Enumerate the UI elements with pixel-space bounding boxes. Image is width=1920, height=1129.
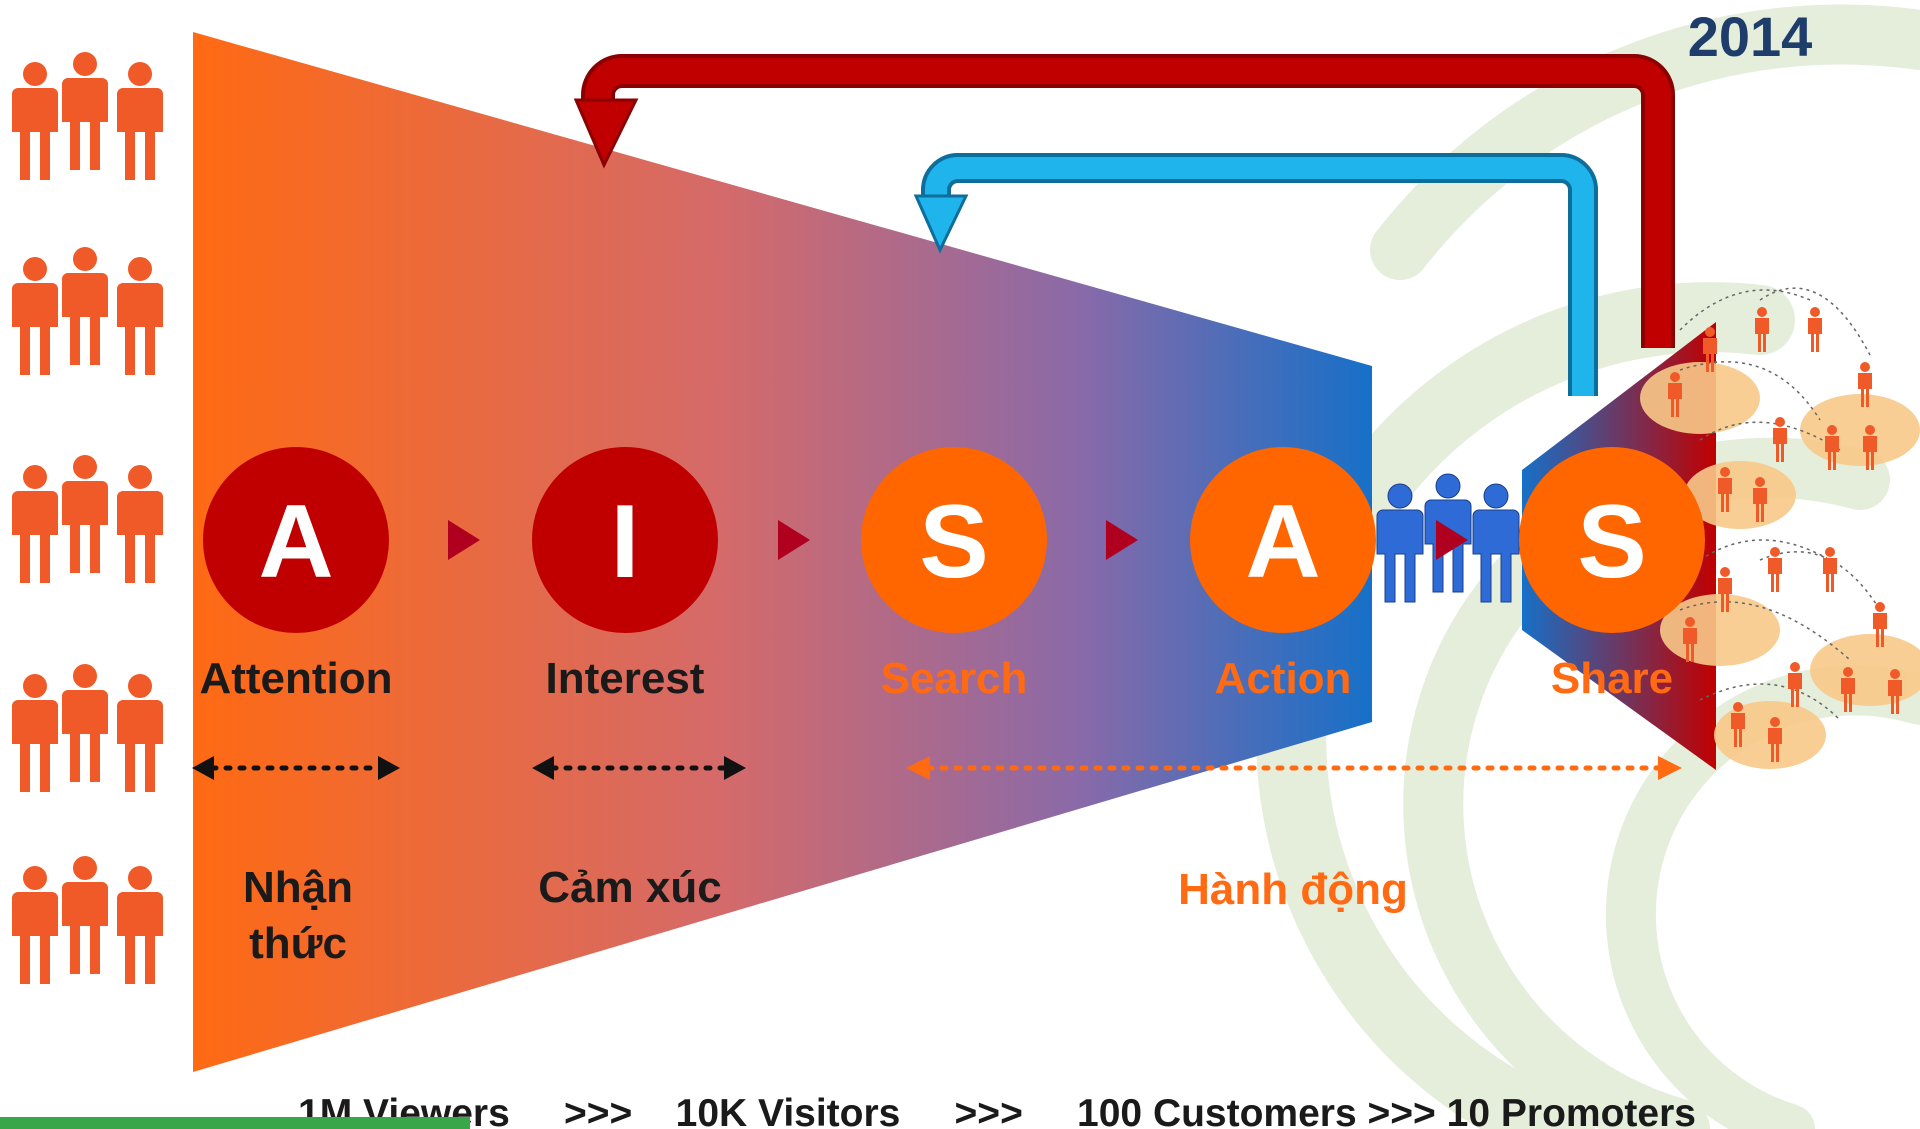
range-arrow-action [906, 756, 1682, 780]
stage-search: S Search [861, 447, 1047, 703]
stage-label: Share [1551, 654, 1673, 703]
stage-circle [203, 447, 389, 633]
year-label: 2014 [1688, 5, 1813, 68]
feedback-arrow-red [573, 54, 1675, 348]
stage-letter: I [611, 484, 640, 600]
stage-letter: A [1245, 484, 1320, 600]
connector-arrow-3 [1106, 520, 1138, 560]
crowd-icon [12, 52, 163, 984]
stage-label: Action [1215, 654, 1352, 703]
range-arrow-emotion [532, 756, 746, 780]
feedback-arrow-blue [913, 153, 1598, 396]
stage-connectors [448, 520, 1468, 560]
connector-arrow-2 [778, 520, 810, 560]
footer-accent-bar [0, 1117, 470, 1129]
stage-circle [1190, 447, 1376, 633]
stage-label: Interest [546, 654, 705, 703]
stage-label: Search [881, 654, 1028, 703]
social-network-icon [1640, 287, 1920, 769]
stage-share: S Share [1519, 447, 1705, 703]
stage-action: A Action [1190, 447, 1376, 703]
stage-circle [532, 447, 718, 633]
phase-label-action: Hành động [1178, 865, 1408, 914]
stage-interest: I Interest [532, 447, 718, 703]
stage-attention: A Attention [199, 447, 393, 703]
connector-arrow-1 [448, 520, 480, 560]
phase-label-awareness-line2: thức [249, 919, 347, 968]
stage-letter: S [1577, 484, 1646, 600]
stage-label: Attention [199, 654, 392, 703]
phase-label-awareness-line1: Nhận [243, 863, 353, 912]
stage-letter: A [258, 484, 333, 600]
stages: A Attention I Interest S Search A Action S Share [199, 447, 1705, 703]
funnel-summary: 1M Viewers >>> 10K Visitors >>> 100 Cust… [298, 1092, 1696, 1129]
connector-arrow-4 [1436, 520, 1468, 560]
stage-letter: S [919, 484, 988, 600]
stage-circle [1519, 447, 1705, 633]
range-arrow-awareness [192, 756, 400, 780]
phase-label-emotion: Cảm xúc [538, 863, 721, 912]
stage-circle [861, 447, 1047, 633]
